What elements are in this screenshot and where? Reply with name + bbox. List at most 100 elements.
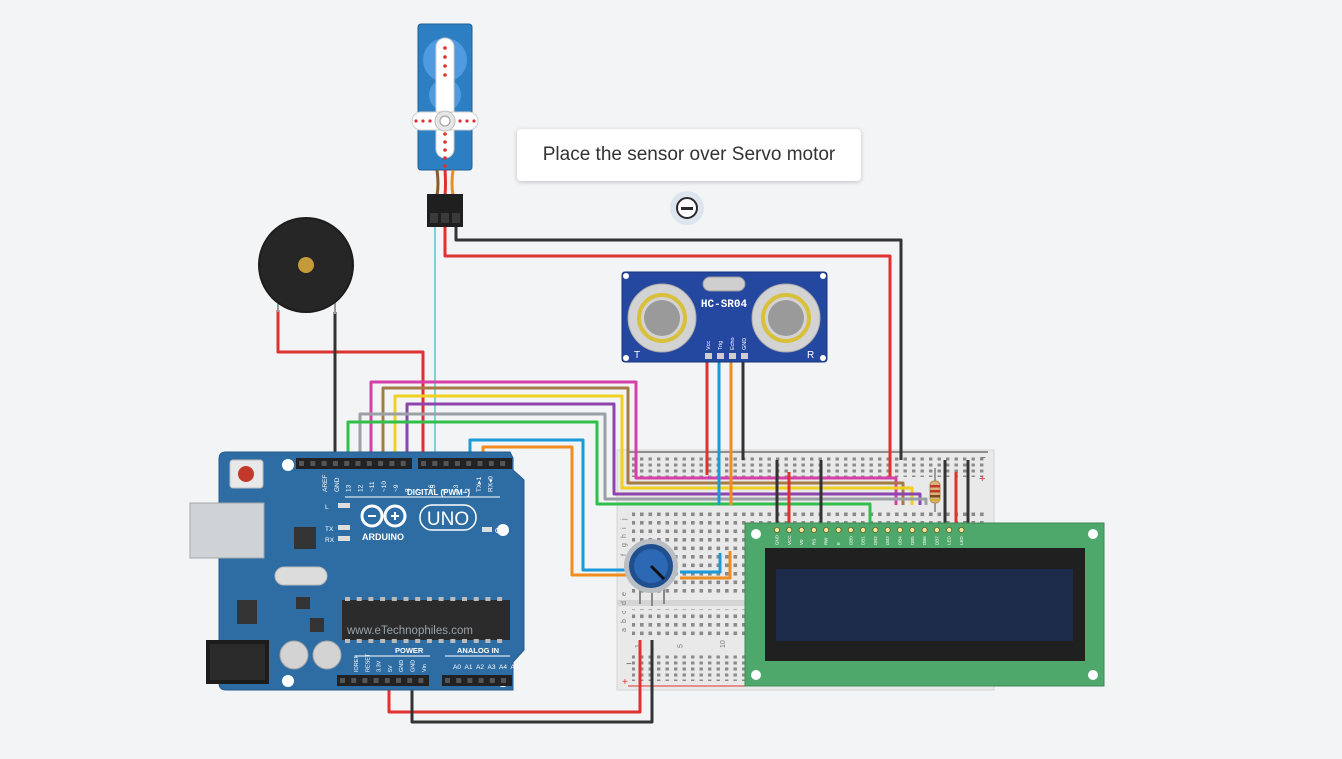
capacitor-right — [312, 640, 342, 670]
chip-pin — [497, 597, 503, 601]
lcd-pin-14 — [946, 527, 953, 534]
power-pin-4: GND — [399, 660, 405, 672]
wire-pot-wiper[interactable] — [680, 553, 722, 574]
wire-arduino-gnd[interactable] — [410, 640, 654, 724]
arduino-logo — [360, 504, 407, 528]
chip-pin — [380, 639, 386, 643]
pin-label-10: ~5 — [430, 484, 437, 492]
potentiometer[interactable] — [624, 539, 678, 606]
lcd-pin-label-13: DB7 — [934, 536, 939, 545]
lcd-pin-label-9: DB3 — [885, 536, 890, 545]
header-hole — [351, 678, 357, 683]
lcd-pin-13 — [933, 527, 940, 534]
power-pin-6: Vin — [422, 664, 428, 672]
chip-pin — [391, 597, 397, 601]
servo-hole — [443, 55, 447, 59]
pin-label-9: ~6 — [428, 484, 435, 492]
capacitor-left — [279, 640, 309, 670]
header-hole — [466, 461, 472, 466]
lcd-screen — [776, 569, 1073, 641]
pin-label-3: 12 — [357, 484, 364, 492]
lcd-pin-15 — [958, 527, 965, 534]
header-hole — [454, 461, 460, 466]
power-pin-0: IOREF — [354, 655, 360, 672]
header-hole — [407, 678, 413, 683]
servo-hole — [428, 119, 432, 123]
potentiometer-knob-indicator[interactable] — [649, 564, 666, 581]
digital-header-left[interactable] — [296, 458, 412, 469]
header-hole — [389, 461, 395, 466]
chip-pin — [462, 597, 467, 601]
bb-row-f: f — [621, 554, 628, 556]
led-label-1: TX — [325, 526, 334, 533]
note-collapse-button[interactable] — [670, 191, 704, 225]
resistor[interactable] — [929, 468, 941, 512]
servo-hole — [443, 64, 447, 68]
lcd-pin-label-12: DB6 — [922, 536, 927, 545]
header-hole — [355, 461, 361, 466]
wires[interactable] — [276, 225, 970, 724]
wire-servo-power[interactable] — [443, 225, 892, 478]
bb-row-e: e — [621, 592, 628, 596]
bb-row-b: b — [621, 619, 628, 623]
pin-label-13: 2 — [465, 488, 472, 492]
servo-hole — [414, 119, 418, 123]
pin-label-12: ~3 — [453, 484, 460, 492]
header-hole — [477, 461, 483, 466]
chip-pin — [391, 639, 397, 643]
wire-servo-ground[interactable] — [454, 225, 903, 460]
pin-label-5: ~10 — [381, 481, 388, 492]
chip-pin — [450, 639, 456, 643]
pin-label-1: GND — [334, 477, 341, 492]
lcd-pin-0 — [774, 527, 781, 534]
servo-motor[interactable] — [411, 23, 479, 227]
sensor-t-mark: T — [634, 350, 640, 361]
power-pin-3: 5V — [388, 665, 394, 672]
pin-label-15: RX◂0 — [488, 476, 495, 492]
digital-header-right[interactable] — [418, 458, 512, 469]
header-hole — [445, 678, 450, 683]
power-header[interactable] — [337, 675, 429, 686]
analog-header[interactable] — [442, 675, 512, 686]
servo-hole — [443, 46, 447, 50]
usb-chip — [294, 527, 316, 549]
lcd-pin-label-14: LED — [947, 535, 952, 545]
minus-icon — [676, 197, 698, 219]
wire-blue-pot[interactable] — [468, 438, 625, 572]
sensor-crystal — [702, 276, 746, 292]
servo-hole — [465, 119, 469, 123]
lcd-pin-10 — [897, 527, 904, 534]
header-hole — [378, 461, 384, 466]
servo-hole — [472, 119, 476, 123]
header-hole — [418, 678, 424, 683]
wire-yellow[interactable] — [393, 394, 914, 505]
lcd-pin-label-4: RW — [824, 537, 829, 545]
pin-label-14: TX▸1 — [476, 476, 483, 492]
header-hole — [488, 461, 494, 466]
sticky-note[interactable]: Place the sensor over Servo motor — [517, 129, 861, 181]
wire-pot-vcc[interactable] — [680, 551, 732, 580]
piezo-buzzer[interactable] — [258, 217, 354, 314]
header-hole — [443, 461, 449, 466]
wire-green[interactable] — [346, 420, 872, 525]
pin-label-0: AREF — [322, 475, 329, 492]
wire-buzzer-positive[interactable] — [276, 310, 425, 462]
header-hole — [332, 461, 338, 466]
lcd-pin-5 — [835, 527, 842, 534]
header-hole — [396, 678, 401, 683]
bb-row-i: i — [621, 527, 628, 529]
chip-pin — [485, 639, 491, 643]
servo-horn-holes — [414, 46, 476, 168]
sensor-pin-header-1 — [717, 353, 724, 359]
sensor-model-label: HC-SR04 — [701, 299, 748, 311]
header-hole — [340, 678, 345, 683]
header-hole — [478, 678, 484, 683]
led-2 — [338, 536, 350, 541]
